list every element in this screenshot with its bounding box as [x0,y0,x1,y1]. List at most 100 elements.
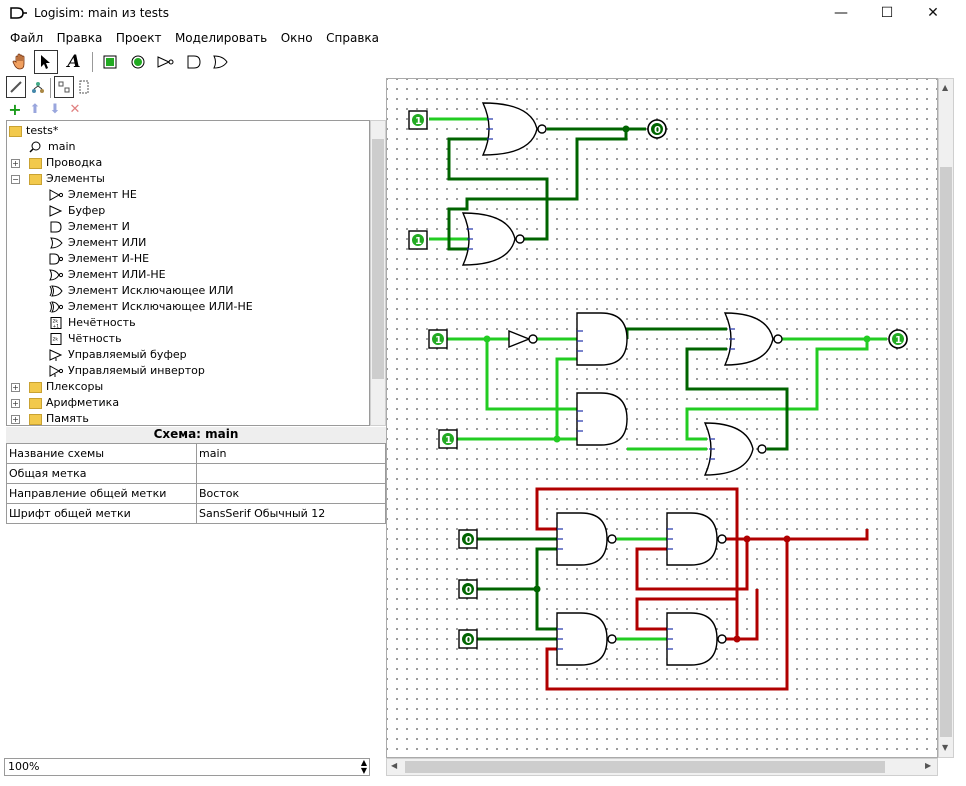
wire-nor-feedback [685,347,789,451]
property-value[interactable]: SansSerif Обычный 12 [196,503,386,524]
and-gate-mid-2[interactable] [576,392,628,446]
menu-file[interactable]: Файл [10,31,44,45]
tree-item-and-gate[interactable]: Элемент И [49,219,130,235]
tree-folder-plexers[interactable]: Плексоры [29,379,103,395]
tree-item-not-gate[interactable]: Элемент НЕ [49,187,137,203]
menu-project[interactable]: Проект [115,31,162,45]
menu-edit[interactable]: Правка [56,31,103,45]
layout-view-icon[interactable] [54,76,74,98]
tree-folder-wiring[interactable]: Проводка [29,155,102,171]
or-gate-tool-icon[interactable] [208,50,232,74]
tree-item-or-gate[interactable]: Элемент ИЛИ [49,235,146,251]
property-name: Направление общей метки [6,483,197,504]
top-circuit: 1 1 0 [408,102,667,266]
text-tool-icon[interactable]: A [67,52,81,72]
zoom-value: 100% [8,760,40,773]
expand-plexers-toggle[interactable]: + [11,383,20,392]
circuit-drawing[interactable]: .gate { fill:#fff; stroke:#000; stroke-w… [387,79,938,758]
tree-root[interactable]: tests* [9,123,58,139]
zoom-field[interactable]: 100% ▲▼ [4,758,370,776]
folder-icon [9,125,22,137]
move-up-arrow-icon[interactable]: ⬆ [29,101,41,117]
tree-item-main[interactable]: main [29,139,75,155]
or-gate-top[interactable] [481,102,538,156]
window-title: Logisim: main из tests [34,6,169,20]
close-button[interactable]: ✕ [927,5,939,21]
property-value[interactable] [196,463,386,484]
maximize-button[interactable]: ☐ [880,5,894,21]
collapse-gates-toggle[interactable]: − [11,175,20,184]
move-down-arrow-icon[interactable]: ⬇ [49,101,61,117]
expand-arithmetic-toggle[interactable]: + [11,399,20,408]
xnor-gate-icon [49,301,63,313]
wire-mid-in1-branch [485,339,577,411]
output-pin-icon[interactable] [126,50,150,74]
property-value[interactable]: Восток [196,483,386,504]
nand-gate-bot-4[interactable] [666,612,718,666]
nor-bubble [537,124,547,134]
appearance-view-icon[interactable] [76,76,92,98]
scroll-right-arrow-icon[interactable]: ▶ [925,761,932,770]
delete-circuit-x-icon[interactable]: ✕ [69,101,81,117]
svg-text:2k: 2k [53,319,59,325]
property-value[interactable]: main [196,443,386,464]
wire-bot-in2-b [535,589,557,631]
nand-gate-bot-2[interactable] [556,612,608,666]
select-tool-arrow-icon[interactable] [34,50,58,74]
canvas-vscroll-thumb[interactable] [940,167,952,737]
circuit-canvas[interactable]: .gate { fill:#fff; stroke:#000; stroke-w… [386,78,938,758]
folder-icon [29,413,42,425]
even-parity-icon: 2k [50,333,62,345]
tree-item-controlled-buffer[interactable]: Управляемый буфер [49,347,187,363]
canvas-horizontal-scrollbar[interactable]: ◀ ▶ [386,758,938,776]
tree-folder-gates[interactable]: Элементы [29,171,105,187]
svg-text:2k: 2k [53,337,59,343]
pin-value: 0 [465,535,472,546]
and-gate-tool-icon[interactable] [182,50,206,74]
simulation-tree-icon[interactable] [28,76,48,98]
tree-root-label: tests* [26,124,59,137]
wire-bot-loop-top [535,487,739,639]
and-gate-mid-1[interactable] [576,312,628,366]
tree-item-xnor-gate[interactable]: Элемент Исключающее ИЛИ-НЕ [49,299,253,315]
menu-window[interactable]: Окно [280,31,313,45]
scroll-up-arrow-icon[interactable]: ▲ [942,83,949,92]
canvas-vertical-scrollbar[interactable]: ▲ ▼ [938,78,954,758]
controlled-buffer-icon [49,349,63,361]
not-gate[interactable] [508,329,531,349]
nand-gate-bot-1[interactable] [556,512,608,566]
folder-icon [29,157,42,169]
tree-scroll-thumb[interactable] [372,139,384,379]
scroll-left-arrow-icon[interactable]: ◀ [391,761,398,770]
tree-folder-memory[interactable]: Память [29,411,89,425]
or-gate-icon [50,237,63,249]
menu-help[interactable]: Справка [326,31,379,45]
minimize-button[interactable]: — [834,5,848,21]
property-row: Название схемы main [6,443,386,464]
expand-memory-toggle[interactable]: + [11,415,20,424]
tree-scrollbar[interactable] [370,120,386,426]
or-gate-bottom[interactable] [461,212,516,266]
tree-item-nand-gate[interactable]: Элемент И-НЕ [49,251,149,267]
tree-item-xor-gate[interactable]: Элемент Исключающее ИЛИ [49,283,233,299]
menu-simulate[interactable]: Моделировать [174,31,268,45]
poke-tool-hand-icon[interactable] [8,50,32,74]
tree-folder-arithmetic[interactable]: Арифметика [29,395,119,411]
tree-item-controlled-inverter[interactable]: Управляемый инвертор [49,363,205,379]
tree-item-buffer[interactable]: Буфер [49,203,105,219]
input-pin-icon[interactable] [98,50,122,74]
not-gate-tool-icon[interactable] [154,50,178,74]
nand-gate-bot-3[interactable] [666,512,718,566]
toolbox-view-icon[interactable] [6,76,26,98]
expand-wiring-toggle[interactable]: + [11,159,20,168]
add-circuit-plus-icon[interactable]: + [8,99,22,119]
component-tree: tests* main + Проводка − Элементы Элемен… [6,120,370,426]
property-name: Общая метка [6,463,197,484]
tree-item-nor-gate[interactable]: Элемент ИЛИ-НЕ [49,267,166,283]
zoom-spinner-icon[interactable]: ▲▼ [360,758,367,775]
explorer-toolbar [0,76,380,100]
scroll-down-arrow-icon[interactable]: ▼ [942,743,949,752]
canvas-hscroll-thumb[interactable] [405,761,885,773]
